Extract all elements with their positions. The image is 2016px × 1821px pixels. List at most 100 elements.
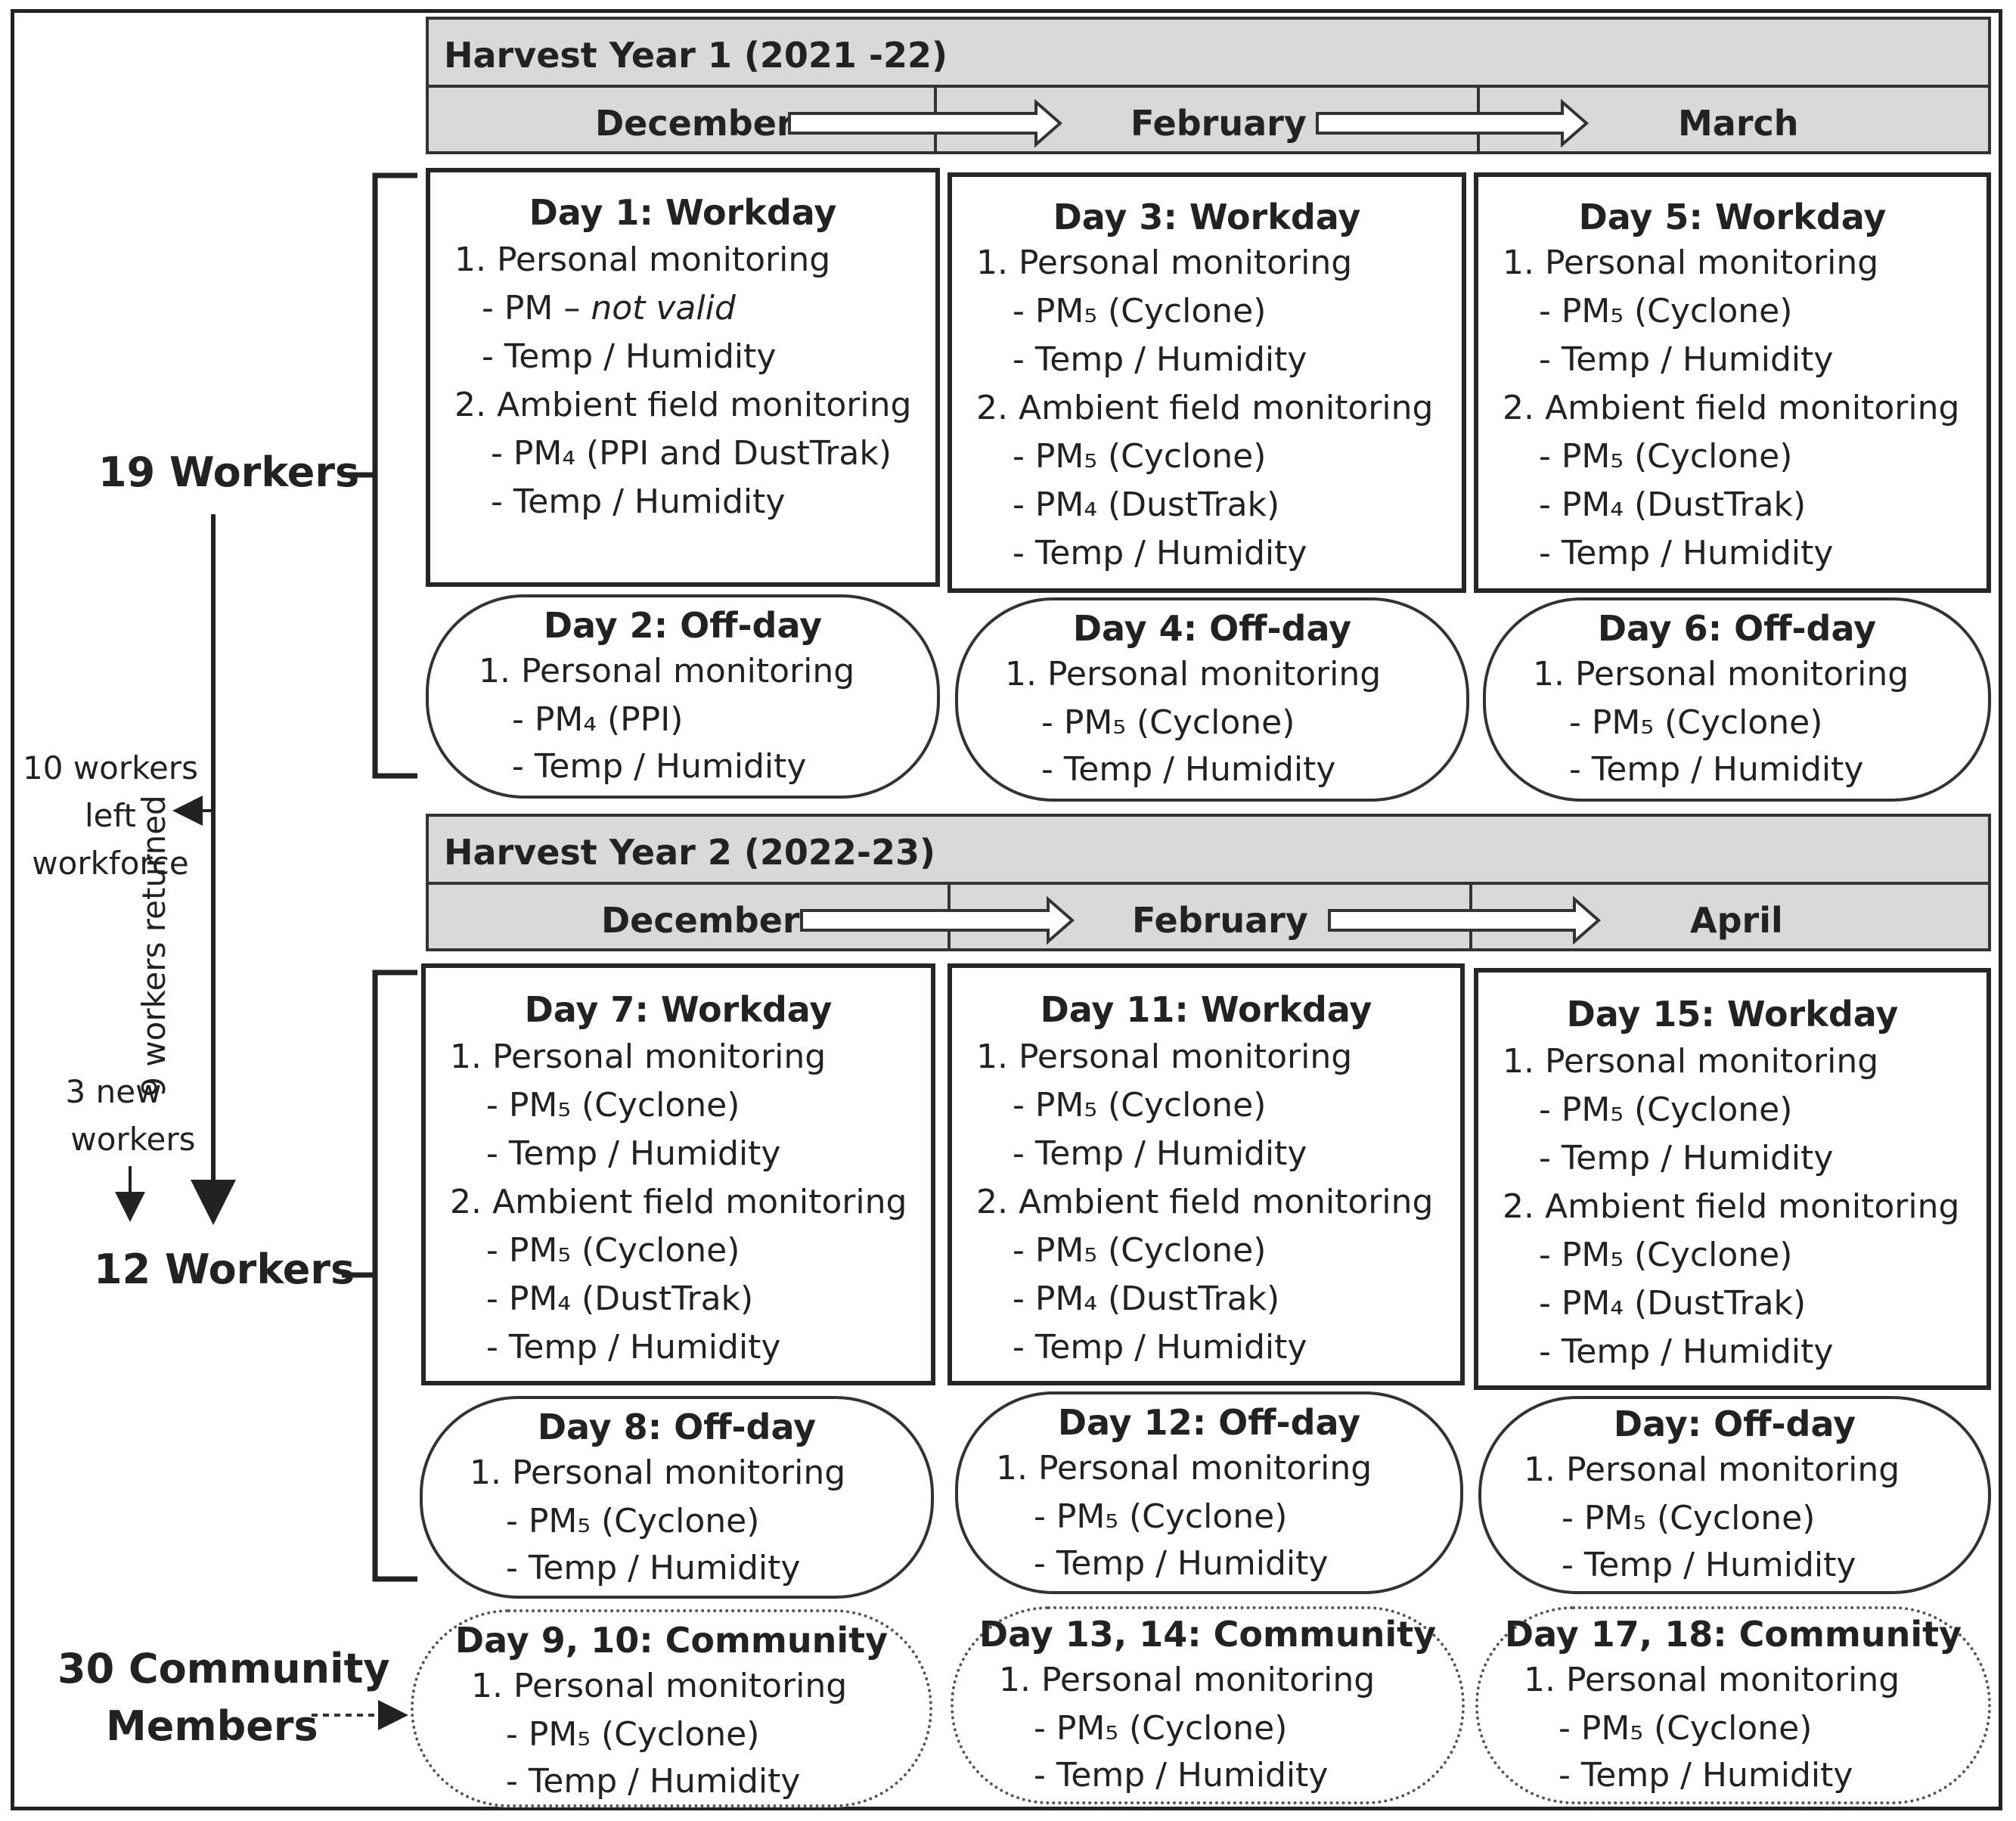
workday-title: Day 7: Workday xyxy=(524,989,833,1030)
year1-month-1: December xyxy=(595,103,794,144)
community-line: - Temp / Humidity xyxy=(506,1762,801,1801)
year2-offday-3: Day: Off-day 1. Personal monitoring - PM… xyxy=(1478,1396,1991,1594)
offday-title: Day 12: Off-day xyxy=(1057,1402,1361,1443)
year1-title: Harvest Year 1 (2021 -22) xyxy=(444,35,948,76)
year1-workday-3: Day 5: Workday 1. Personal monitoring - … xyxy=(1474,172,1991,593)
offday-line: 1. Personal monitoring xyxy=(470,1453,846,1492)
offday-title: Day 8: Off-day xyxy=(537,1407,817,1447)
workday-line: - PM₄ (DustTrak) xyxy=(1539,485,1807,524)
year1-month-3: March xyxy=(1678,103,1799,144)
bracket-year1-icon xyxy=(372,172,417,779)
workday-line: - Temp / Humidity xyxy=(486,1134,781,1173)
offday-title: Day 2: Off-day xyxy=(543,605,823,646)
community-line: - Temp / Humidity xyxy=(1559,1756,1853,1795)
offday-title: Day 6: Off-day xyxy=(1597,608,1877,649)
year2-offday-1: Day 8: Off-day 1. Personal monitoring - … xyxy=(420,1396,934,1599)
year1-offday-2: Day 4: Off-day 1. Personal monitoring - … xyxy=(955,597,1469,802)
workday-line: 2. Ambient field monitoring xyxy=(976,1183,1434,1221)
offday-line: - PM₅ (Cyclone) xyxy=(1569,703,1823,742)
offday-line: 1. Personal monitoring xyxy=(1524,1450,1900,1489)
workday-title: Day 15: Workday xyxy=(1566,994,1899,1035)
offday-line: - Temp / Humidity xyxy=(1041,750,1336,789)
workers-year2-label: 12 Workers xyxy=(94,1246,355,1293)
workday-line: - Temp / Humidity xyxy=(482,337,777,376)
community-line: - Temp / Humidity xyxy=(1034,1756,1329,1795)
workday-line: - Temp / Humidity xyxy=(1013,1134,1307,1173)
timeline-arrow-icon xyxy=(788,98,1063,148)
offday-line: - PM₅ (Cyclone) xyxy=(506,1502,760,1540)
offday-line: 1. Personal monitoring xyxy=(1533,655,1909,693)
new-workers-line: 3 new xyxy=(65,1073,162,1110)
workday-line: - Temp / Humidity xyxy=(1013,534,1307,572)
workday-line: - Temp / Humidity xyxy=(491,482,786,521)
community-line: - PM₅ (Cyclone) xyxy=(506,1715,760,1754)
offday-line: - PM₅ (Cyclone) xyxy=(1562,1499,1816,1537)
workday-line: - PM₄ (DustTrak) xyxy=(1013,485,1280,524)
offday-line: - PM₅ (Cyclone) xyxy=(1041,703,1295,742)
year2-month-1: December xyxy=(601,900,800,941)
workday-line: - PM₄ (PPI and DustTrak) xyxy=(491,434,892,473)
year2-month-3: April xyxy=(1690,900,1783,941)
workday-line: - PM₅ (Cyclone) xyxy=(486,1231,740,1270)
new-workers-label: 3 new workers xyxy=(53,1068,213,1163)
workers-year1-label: 19 Workers xyxy=(98,448,360,496)
community-line: 1. Personal monitoring xyxy=(471,1667,848,1705)
offday-title: Day 4: Off-day xyxy=(1072,608,1352,649)
offday-line: - Temp / Humidity xyxy=(512,747,807,786)
year1-month-bar: December February March xyxy=(426,85,1991,154)
offday-line: - Temp / Humidity xyxy=(1569,750,1864,789)
timeline-arrow-icon xyxy=(1316,98,1590,148)
workday-line: - Temp / Humidity xyxy=(1539,1139,1834,1177)
year2-workday-3: Day 15: Workday 1. Personal monitoring -… xyxy=(1474,968,1991,1390)
workday-line: - PM – not valid xyxy=(482,289,736,327)
community-label-line1: 30 Community xyxy=(57,1645,390,1692)
workday-line: - PM₅ (Cyclone) xyxy=(486,1086,740,1125)
workday-title: Day 5: Workday xyxy=(1578,197,1887,237)
offday-line: - Temp / Humidity xyxy=(506,1549,801,1587)
workday-line: 1. Personal monitoring xyxy=(454,240,831,279)
community-label-line2: Members xyxy=(106,1702,318,1750)
left-workforce-label: 10 workers left workforce xyxy=(14,744,207,887)
workday-title: Day 3: Workday xyxy=(1053,197,1361,237)
community-box-2: Day 13, 14: Community 1. Personal monito… xyxy=(951,1606,1465,1804)
year2-title: Harvest Year 2 (2022-23) xyxy=(444,832,936,873)
workday-line: - Temp / Humidity xyxy=(486,1328,781,1367)
year1-workday-1: Day 1: Workday 1. Personal monitoring - … xyxy=(426,168,940,587)
workday-line: - Temp / Humidity xyxy=(1539,340,1834,379)
workday-line: - PM₅ (Cyclone) xyxy=(1013,1231,1267,1270)
workday-line: 2. Ambient field monitoring xyxy=(1503,1187,1960,1226)
year1-offday-3: Day 6: Off-day 1. Personal monitoring - … xyxy=(1483,597,1991,802)
year2-offday-2: Day 12: Off-day 1. Personal monitoring -… xyxy=(955,1391,1463,1594)
offday-line: - PM₄ (PPI) xyxy=(512,700,684,739)
workday-line: 2. Ambient field monitoring xyxy=(976,389,1434,427)
workday-line: 2. Ambient field monitoring xyxy=(450,1183,907,1221)
workday-line: - PM₅ (Cyclone) xyxy=(1013,292,1267,330)
figure-frame xyxy=(11,9,2002,1810)
year1-workday-2: Day 3: Workday 1. Personal monitoring - … xyxy=(948,172,1466,593)
bracket-year2-icon xyxy=(372,969,417,1582)
community-title: Day 13, 14: Community xyxy=(979,1614,1437,1655)
year2-month-bar: December February April xyxy=(426,882,1991,951)
community-line: - PM₅ (Cyclone) xyxy=(1559,1709,1813,1748)
year1-offday-1: Day 2: Off-day 1. Personal monitoring - … xyxy=(426,594,940,799)
year2-title-bar: Harvest Year 2 (2022-23) xyxy=(426,814,1991,885)
workday-title: Day 11: Workday xyxy=(1040,989,1372,1030)
community-line: 1. Personal monitoring xyxy=(1524,1661,1900,1699)
workday-line: - PM₅ (Cyclone) xyxy=(1539,1090,1793,1129)
timeline-arrow-icon xyxy=(800,895,1075,945)
community-title: Day 17, 18: Community xyxy=(1504,1614,1962,1655)
community-line: 1. Personal monitoring xyxy=(999,1661,1376,1699)
left-workforce-line: workforce xyxy=(32,845,189,882)
workday-line: - PM₅ (Cyclone) xyxy=(1539,292,1793,330)
workday-line: 2. Ambient field monitoring xyxy=(454,386,912,424)
left-workforce-line: 10 workers xyxy=(23,749,198,786)
community-title: Day 9, 10: Community xyxy=(454,1620,889,1661)
offday-line: - PM₅ (Cyclone) xyxy=(1034,1497,1288,1536)
workday-line: - PM₅ (Cyclone) xyxy=(1013,1086,1267,1125)
timeline-arrow-icon xyxy=(1328,895,1602,945)
workday-line: - Temp / Humidity xyxy=(1013,340,1307,379)
year2-workday-2: Day 11: Workday 1. Personal monitoring -… xyxy=(948,963,1465,1385)
workday-line: 1. Personal monitoring xyxy=(1503,244,1879,282)
workday-line: - Temp / Humidity xyxy=(1539,1332,1834,1371)
offday-line: - Temp / Humidity xyxy=(1034,1544,1329,1583)
